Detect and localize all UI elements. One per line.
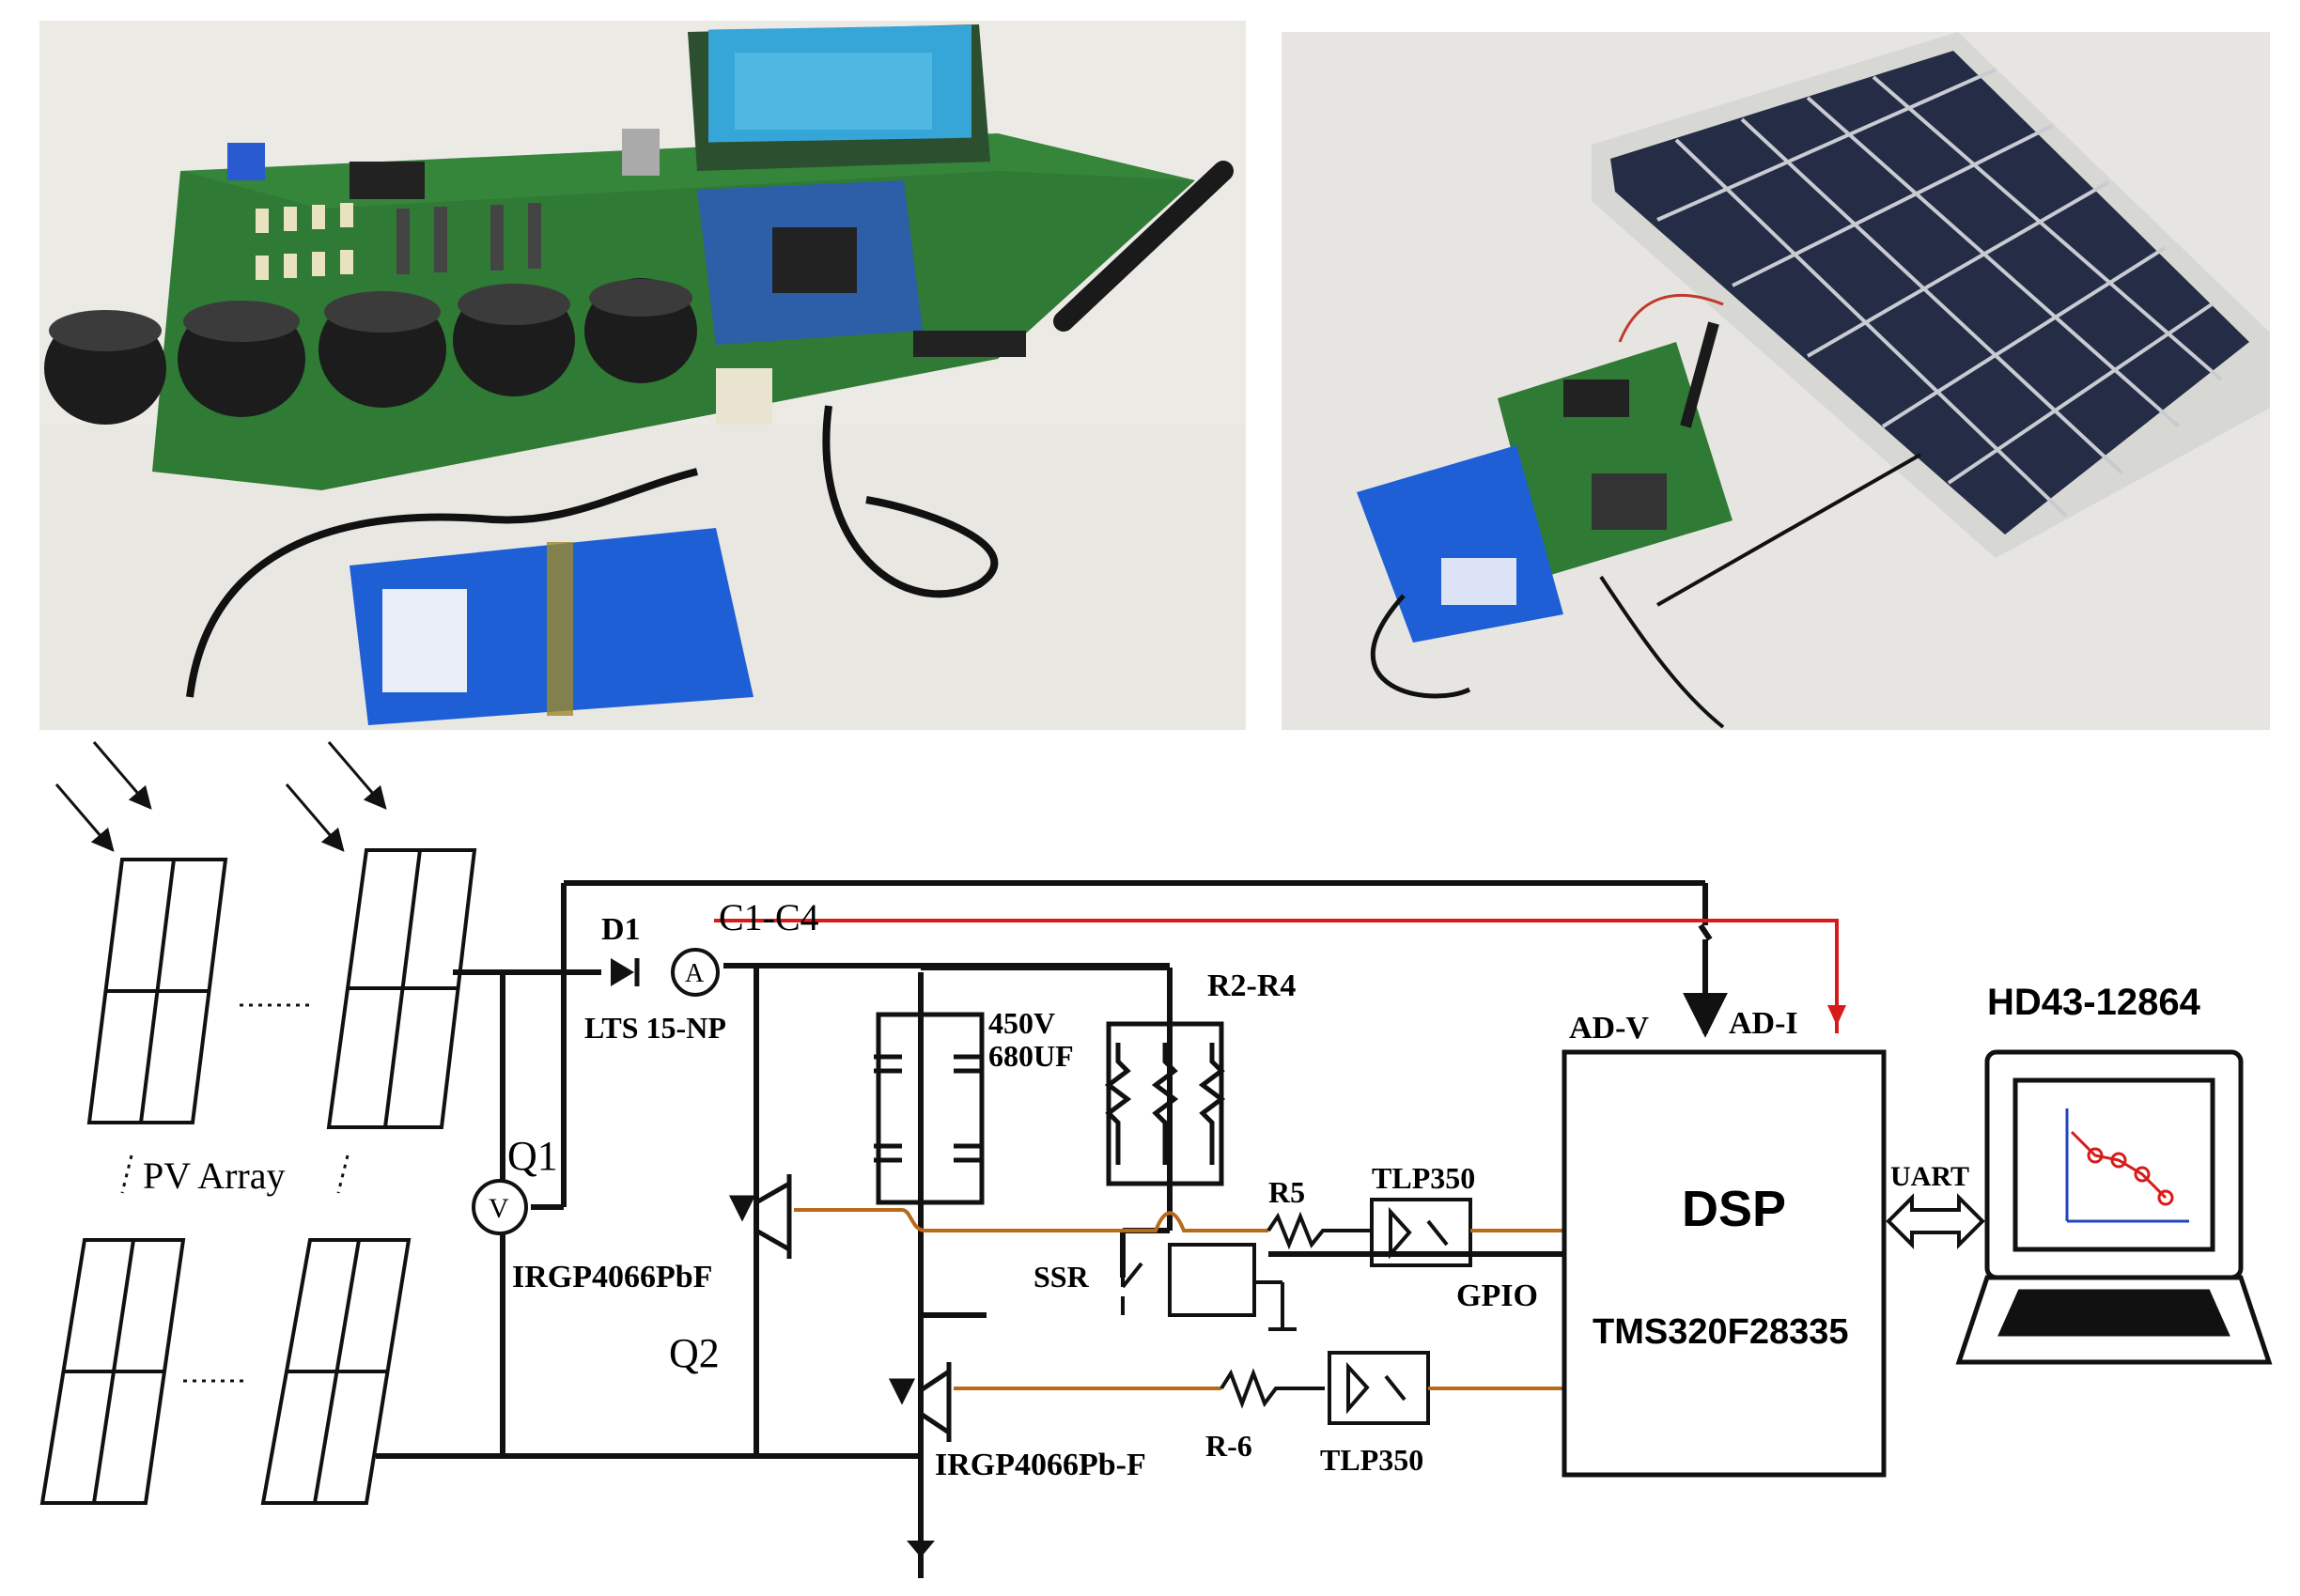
lcd-label: HD43-12864 — [1987, 982, 2201, 1023]
pv-setup-photo — [1282, 32, 2270, 730]
r2-r4-label: R2-R4 — [1207, 968, 1296, 1003]
dsp-label: DSP — [1682, 1181, 1786, 1237]
capacitor-bank — [874, 972, 985, 1205]
current-sense-line — [714, 919, 1839, 1033]
sunlight-arrows — [54, 741, 387, 852]
pv-panel-top-right — [326, 848, 477, 1129]
uart-label: UART — [1890, 1161, 1969, 1192]
pv-panel-top-left — [86, 858, 228, 1124]
circuit-schematic: PV Array — [39, 741, 2273, 1578]
resistor-bank — [1104, 1021, 1226, 1186]
ssr-label: SSR — [1033, 1260, 1090, 1294]
cap-voltage-label: 450V — [988, 1006, 1055, 1040]
voltmeter: V — [472, 1179, 528, 1235]
diode-d1 — [611, 958, 640, 986]
r6-label: R-6 — [1205, 1429, 1252, 1463]
pv-array-label: PV Array — [143, 1154, 285, 1197]
resistor-r6 — [1220, 1368, 1325, 1409]
igbt-q1 — [728, 1146, 792, 1296]
pv-panel-bottom-right — [260, 1238, 412, 1505]
igbt-q2 — [888, 1334, 952, 1465]
ssr-switch — [1121, 1243, 1297, 1331]
panel-ellipsis — [120, 1003, 350, 1383]
r5-label: R5 — [1268, 1175, 1305, 1209]
d1-label: D1 — [601, 912, 641, 947]
dsp-chip-label: TMS320F28335 — [1593, 1312, 1849, 1352]
adi-label: AD-I — [1729, 1006, 1798, 1041]
uart-link — [1886, 1193, 1985, 1249]
hardware-board-photo — [39, 21, 1246, 730]
lts-label: LTS 15-NP — [584, 1011, 726, 1045]
plot-on-screen — [2065, 1108, 2189, 1223]
laptop-display — [1955, 1049, 2273, 1365]
gpio-label: GPIO — [1456, 1278, 1538, 1313]
dsp-block — [1562, 1049, 1887, 1478]
irgp-b-label: IRGP4066Pb-F — [935, 1448, 1146, 1482]
irgp-a-label: IRGP4066PbF — [512, 1260, 712, 1294]
power-wires — [376, 880, 1713, 1578]
ammeter: A — [671, 948, 720, 997]
tlp-a-label: TLP350 — [1372, 1161, 1475, 1195]
ground-triangle — [907, 1541, 935, 1557]
adv-label: AD-V — [1569, 1011, 1649, 1046]
gate-wire-q1 — [794, 1208, 1268, 1232]
pv-panel-bottom-left — [39, 1238, 186, 1505]
q2-label: Q2 — [669, 1330, 720, 1376]
tlp-b-label: TLP350 — [1320, 1443, 1423, 1477]
c1-c4-label: C1-C4 — [719, 896, 819, 938]
svg-text:V: V — [489, 1193, 509, 1224]
cap-farad-label: 680UF — [988, 1039, 1074, 1073]
q1-label: Q1 — [507, 1133, 558, 1179]
resistor-r5 — [1267, 1211, 1372, 1250]
optocoupler-b — [1328, 1351, 1430, 1425]
svg-text:A: A — [685, 959, 705, 988]
